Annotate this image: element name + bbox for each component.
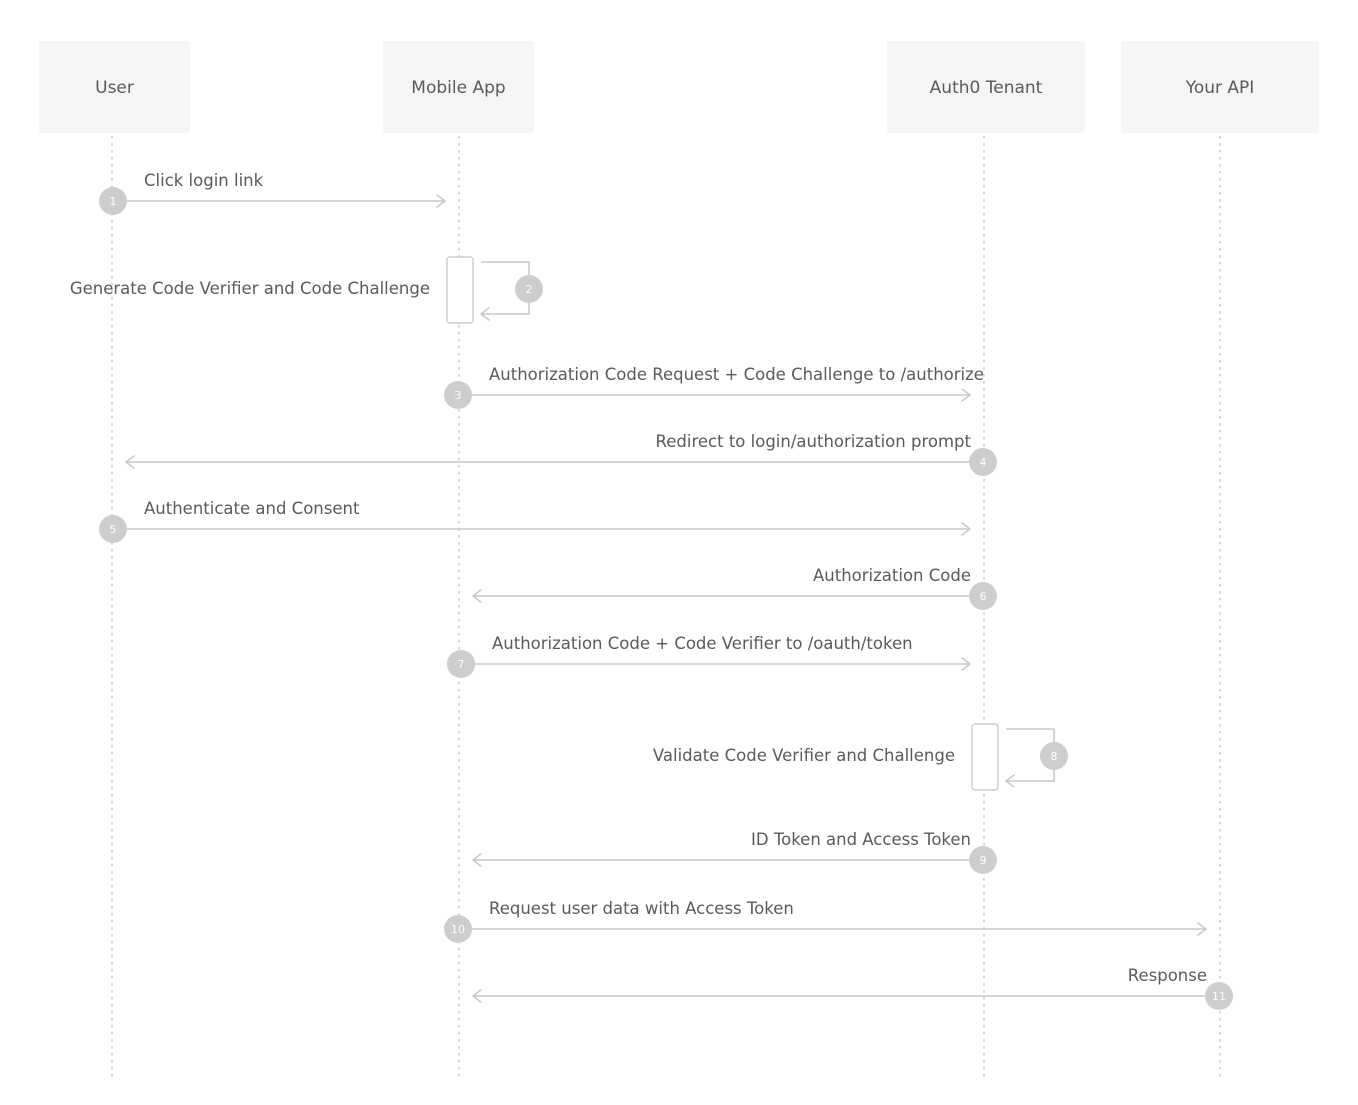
message-6: 6 Authorization Code	[472, 566, 997, 610]
step-badge: 7	[447, 650, 475, 678]
message-5: 5 Authenticate and Consent	[99, 499, 971, 543]
step-badge: 11	[1205, 982, 1233, 1010]
message-9: 9 ID Token and Access Token	[472, 830, 997, 874]
participant-api: Your API	[1121, 41, 1319, 1080]
step-badge-circle	[969, 448, 997, 476]
arrowhead	[472, 853, 482, 867]
participant-user: User	[39, 41, 190, 1080]
step-badge: 2	[515, 275, 543, 303]
message-7: 7 Authorization Code + Code Verifier to /…	[447, 634, 971, 678]
message-4: 4 Redirect to login/authorization prompt	[125, 432, 997, 476]
arrowhead	[472, 589, 482, 603]
step-number: 1	[110, 195, 117, 208]
message-label: Generate Code Verifier and Code Challeng…	[70, 279, 430, 298]
arrowhead	[961, 522, 971, 536]
message-label: Authenticate and Consent	[144, 499, 360, 518]
step-badge: 9	[969, 846, 997, 874]
step-badge-circle	[969, 846, 997, 874]
message-10: 10 Request user data with Access Token	[444, 899, 1207, 943]
step-badge: 10	[444, 915, 472, 943]
step-number: 6	[980, 590, 987, 603]
step-badge-circle	[1205, 982, 1233, 1010]
participant-label: Your API	[1185, 78, 1255, 98]
message-label: Authorization Code	[813, 566, 971, 585]
message-label: ID Token and Access Token	[751, 830, 971, 849]
step-badge-circle	[447, 650, 475, 678]
step-number: 4	[980, 456, 987, 469]
participant-box	[39, 41, 190, 133]
participant-label: User	[95, 78, 134, 98]
step-number: 8	[1051, 750, 1058, 763]
message-11: 11 Response	[472, 966, 1233, 1010]
step-number: 10	[451, 923, 465, 936]
activation-box	[971, 723, 999, 791]
step-badge: 4	[969, 448, 997, 476]
message-label: Validate Code Verifier and Challenge	[653, 746, 955, 765]
participant-box	[383, 41, 534, 133]
step-number: 11	[1212, 990, 1226, 1003]
participant-app: Mobile App	[383, 41, 534, 1080]
arrowhead	[961, 657, 971, 671]
message-label: Click login link	[144, 171, 264, 190]
step-number: 5	[110, 523, 117, 536]
message-label: Authorization Code + Code Verifier to /o…	[492, 634, 913, 653]
step-badge-circle	[444, 915, 472, 943]
participant-label: Mobile App	[411, 78, 505, 98]
activation-box	[446, 256, 474, 324]
arrowhead	[1005, 774, 1015, 788]
arrowhead	[480, 307, 490, 321]
participant-box	[1121, 41, 1319, 133]
message-label: Request user data with Access Token	[489, 899, 794, 918]
step-badge-circle	[99, 187, 127, 215]
arrowhead	[961, 388, 971, 402]
step-badge: 1	[99, 187, 127, 215]
step-number: 9	[980, 854, 987, 867]
arrowhead	[436, 194, 446, 208]
message-label: Authorization Code Request + Code Challe…	[489, 365, 984, 384]
step-number: 7	[458, 658, 465, 671]
message-8: 8 Validate Code Verifier and Challenge	[653, 723, 1068, 791]
arrowhead	[1197, 922, 1207, 936]
message-2: 2 Generate Code Verifier and Code Challen…	[70, 256, 543, 324]
step-badge: 8	[1040, 742, 1068, 770]
message-3: 3 Authorization Code Request + Code Chall…	[444, 365, 984, 409]
step-badge-circle	[99, 515, 127, 543]
step-badge-circle	[515, 275, 543, 303]
step-badge: 5	[99, 515, 127, 543]
message-label: Response	[1128, 966, 1207, 985]
step-badge-circle	[969, 582, 997, 610]
participant-box	[887, 41, 1085, 133]
participant-label: Auth0 Tenant	[930, 78, 1043, 98]
participant-tenant: Auth0 Tenant	[887, 41, 1085, 1080]
step-number: 3	[455, 389, 462, 402]
arrowhead	[125, 455, 135, 469]
step-badge: 3	[444, 381, 472, 409]
message-label: Redirect to login/authorization prompt	[656, 432, 972, 451]
step-badge-circle	[444, 381, 472, 409]
messages: 1 Click login link 2 Generate Code Verifier…	[70, 171, 1233, 1010]
step-badge: 6	[969, 582, 997, 610]
participants: User Mobile App Auth0 Tenant Your API	[39, 41, 1319, 1080]
step-number: 2	[526, 283, 533, 296]
message-1: 1 Click login link	[99, 171, 446, 215]
arrowhead	[472, 989, 482, 1003]
step-badge-circle	[1040, 742, 1068, 770]
